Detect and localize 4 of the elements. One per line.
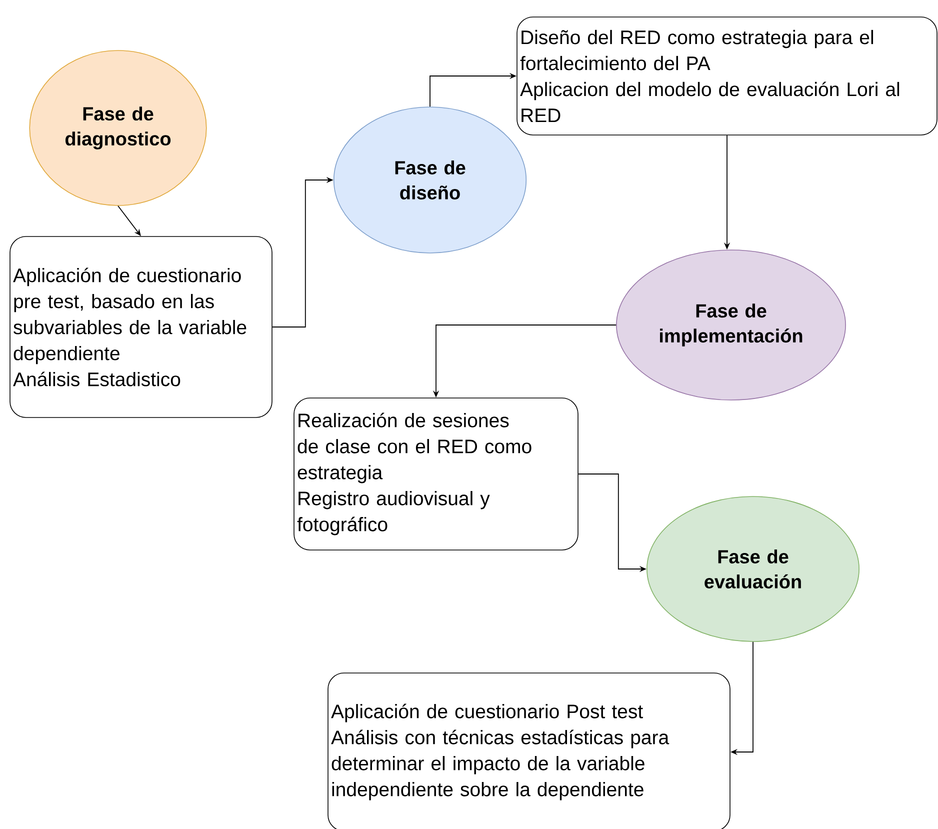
process-box: Diseño del RED como estrategia para el fortalecimiento del PA Aplicacion del modelo de evaluación Lori al RED [516, 16, 938, 136]
process-box: Aplicación de cuestionario pre test, basado en las subvariables de la variable dependiente Análisis Estadistico [10, 236, 272, 418]
process-box: Realización de sesiones de clase con el RED como estrategia Registro audiovisual y fotográfico [294, 398, 578, 550]
process-box: Aplicación de cuestionario Post test Análisis con técnicas estadísticas para determinar el impacto de la variable independiente sobre la dependiente [328, 672, 730, 829]
